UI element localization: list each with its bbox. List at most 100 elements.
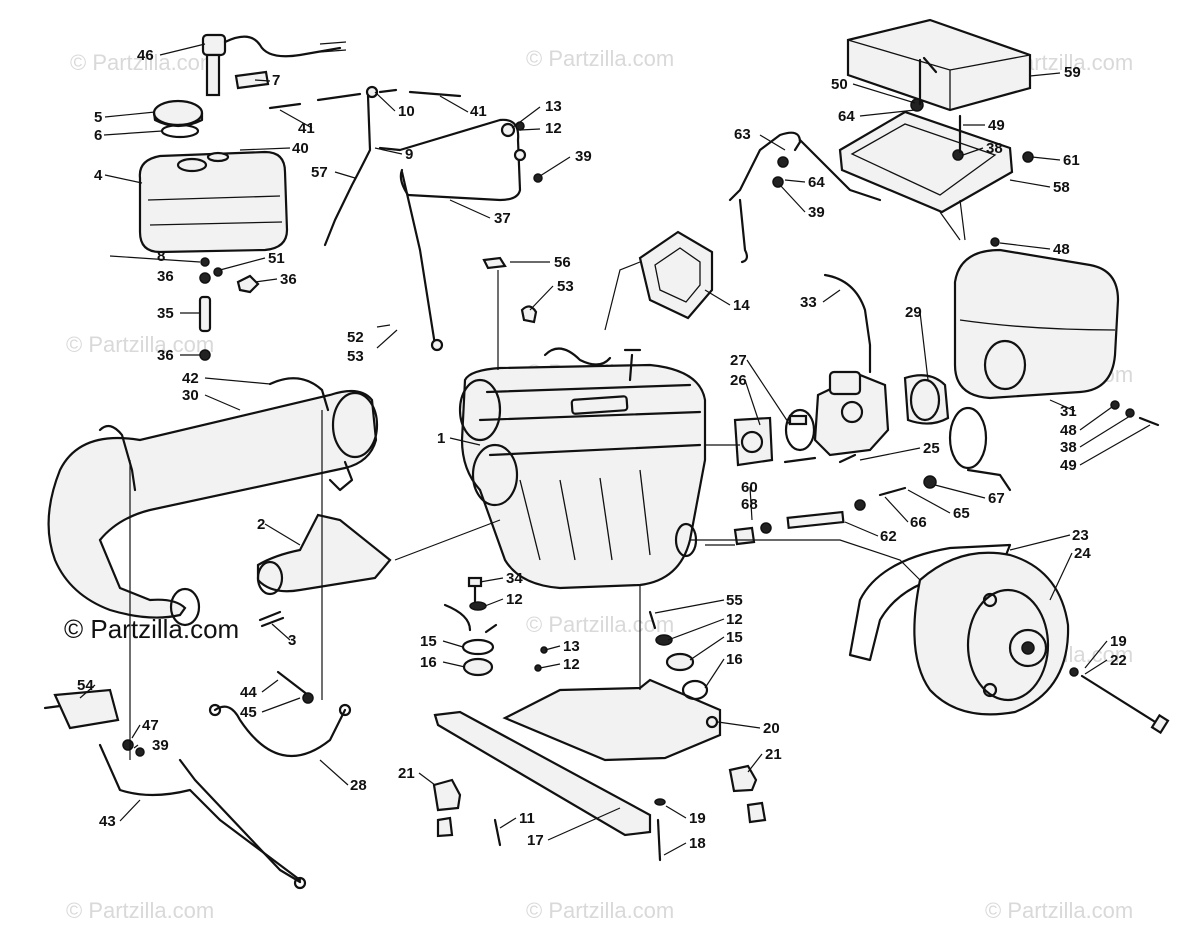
callout-43: 43: [99, 813, 116, 830]
callout-41: 41: [298, 120, 315, 137]
callout-2: 2: [257, 516, 265, 533]
callout-13: 13: [545, 98, 562, 115]
watermark-mid-left: © Partzilla.com: [66, 332, 215, 357]
callout-3: 3: [288, 632, 296, 649]
callout-39c: 39: [152, 737, 169, 754]
silencer-bracket[interactable]: [728, 131, 882, 264]
callout-39: 39: [575, 148, 592, 165]
callout-45: 45: [240, 704, 257, 721]
carburetor[interactable]: [813, 370, 890, 457]
callout-40: 40: [292, 140, 309, 157]
muffler-straps[interactable]: [208, 670, 352, 758]
callout-52: 52: [347, 329, 364, 346]
air-filter-pad[interactable]: [846, 18, 1032, 112]
callout-31: 31: [1060, 403, 1077, 420]
callout-37: 37: [494, 210, 511, 227]
engine[interactable]: [458, 347, 707, 590]
callout-49b: 49: [1060, 457, 1077, 474]
callout-21b: 21: [765, 746, 782, 763]
muffler[interactable]: [47, 389, 379, 619]
callout-46: 46: [137, 47, 154, 64]
leader-lines: [79, 43, 1151, 856]
callout-67: 67: [988, 490, 1005, 507]
hose-clamp[interactable]: [784, 408, 816, 452]
callout-61: 61: [1063, 152, 1080, 169]
callout-12c: 12: [726, 611, 743, 628]
callout-26: 26: [730, 372, 747, 389]
callout-23: 23: [1072, 527, 1089, 544]
callout-14: 14: [733, 297, 750, 314]
tank-bracket[interactable]: [378, 118, 527, 352]
callout-56: 56: [554, 254, 571, 271]
callout-51: 51: [268, 250, 285, 267]
exhaust-manifold[interactable]: [169, 513, 392, 627]
drive-clutch[interactable]: [913, 551, 1070, 716]
callout-53: 53: [557, 278, 574, 295]
callout-55: 55: [726, 592, 743, 609]
intake-flange[interactable]: [733, 416, 774, 467]
silencer-hardware[interactable]: [772, 56, 1160, 427]
callout-29: 29: [905, 304, 922, 321]
callout-15b: 15: [726, 629, 743, 646]
engine-mount-plate[interactable]: [502, 678, 722, 762]
tank-cap[interactable]: [152, 99, 204, 128]
callout-11: 11: [519, 810, 535, 827]
callout-48: 48: [1053, 241, 1070, 258]
callout-54: 54: [77, 677, 94, 694]
callout-24: 24: [1074, 545, 1091, 562]
callout-68: 68: [741, 496, 758, 513]
callout-64b: 64: [808, 174, 825, 191]
fan-shroud-gasket[interactable]: [638, 230, 714, 320]
callout-36: 36: [157, 268, 174, 285]
callout-6: 6: [94, 127, 102, 144]
callout-44: 44: [240, 684, 257, 701]
callout-19b: 19: [1110, 633, 1127, 650]
fuel-tank[interactable]: [138, 150, 289, 254]
callout-60: 60: [741, 479, 758, 496]
callout-49: 49: [988, 117, 1005, 134]
callout-27: 27: [730, 352, 747, 369]
callout-17: 17: [527, 832, 544, 849]
decal[interactable]: [234, 70, 270, 90]
callout-12b: 12: [506, 591, 523, 608]
muffler-springs[interactable]: [98, 377, 330, 628]
callout-18: 18: [689, 835, 706, 852]
callout-66: 66: [910, 514, 927, 531]
air-silencer-box[interactable]: [953, 248, 1120, 400]
callout-4: 4: [94, 167, 103, 184]
engine-mount-rail[interactable]: [433, 710, 652, 837]
fuel-lines[interactable]: [268, 85, 462, 247]
silencer-cover[interactable]: [838, 110, 1014, 214]
brand-watermark: © Partzilla.com: [64, 614, 240, 644]
mount-bracket-hardware[interactable]: [43, 688, 307, 890]
callout-28: 28: [350, 777, 367, 794]
clutch-bolt[interactable]: [1069, 667, 1170, 735]
fuel-gauge-sender[interactable]: [201, 33, 347, 97]
callout-13b: 13: [563, 638, 580, 655]
callout-33: 33: [800, 294, 817, 311]
watermark-low-center: © Partzilla.com: [526, 612, 675, 637]
callout-47: 47: [142, 717, 159, 734]
carb-boot[interactable]: [903, 374, 950, 425]
callout-58: 58: [1053, 179, 1070, 196]
callout-15: 15: [420, 633, 437, 650]
watermark-top-left: © Partzilla.com: [70, 50, 219, 75]
callout-53b: 53: [347, 348, 364, 365]
callout-7: 7: [272, 72, 280, 89]
callout-12: 12: [545, 120, 562, 137]
engine-cable-clamp[interactable]: [482, 256, 538, 324]
callout-36c: 36: [157, 347, 174, 364]
fuel-pump-parts[interactable]: [733, 273, 1012, 546]
callout-21: 21: [398, 765, 415, 782]
callout-30: 30: [182, 387, 199, 404]
callout-35: 35: [157, 305, 174, 322]
watermark-bottom-left: © Partzilla.com: [66, 898, 215, 923]
callout-50: 50: [831, 76, 848, 93]
callout-5: 5: [94, 109, 102, 126]
callout-10: 10: [398, 103, 415, 120]
callout-36b: 36: [280, 271, 297, 288]
watermark-bottom-center: © Partzilla.com: [526, 898, 675, 923]
callout-16: 16: [420, 654, 437, 671]
watermark-top-center: © Partzilla.com: [526, 46, 675, 71]
